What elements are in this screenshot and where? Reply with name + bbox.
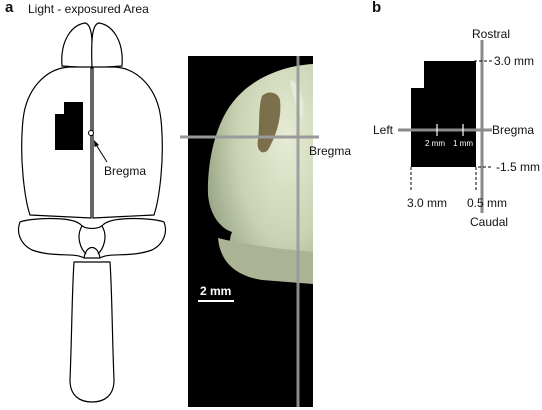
olfactory-bulb-left <box>61 22 93 69</box>
brainstem <box>69 261 115 403</box>
rostral-extent-label: 3.0 mm <box>494 54 535 68</box>
panel-a-title: Light - exposured Area <box>28 2 149 16</box>
tick-2mm-label: 2 mm <box>425 139 445 148</box>
panel-a-letter: a <box>5 0 14 16</box>
cerebellum <box>17 217 167 259</box>
caudal-label: Caudal <box>470 215 509 229</box>
bregma-arrow-shaft <box>94 142 108 163</box>
tick-1mm-label: 1 mm <box>453 139 473 148</box>
photo-bregma-label: Bregma <box>309 144 352 158</box>
exposure-block <box>411 61 476 167</box>
bregma-arrow-head <box>94 140 99 147</box>
cortex-tissue <box>207 64 313 278</box>
bregma-axis-label: Bregma <box>492 123 535 137</box>
cerebellum-tissue <box>218 238 313 284</box>
bregma-point <box>88 130 94 136</box>
rostral-label: Rostral <box>472 27 511 41</box>
olfactory-bulb-right <box>91 22 123 69</box>
brain-outline-drawing <box>17 22 167 403</box>
brain-photograph <box>188 56 313 407</box>
cortex-right-hemisphere <box>92 66 163 219</box>
left-label: Left <box>373 123 394 137</box>
lateral-near-label: 0.5 mm <box>467 196 508 210</box>
cerebellum-midline <box>78 225 106 259</box>
caudal-extent-label: -1.5 mm <box>496 160 541 174</box>
bregma-label: Bregma <box>104 164 147 178</box>
scale-bar-label: 2 mm <box>200 284 232 298</box>
panel-b-letter: b <box>372 0 382 16</box>
light-exposed-area-marker <box>55 102 83 150</box>
lateral-far-label: 3.0 mm <box>407 196 448 210</box>
